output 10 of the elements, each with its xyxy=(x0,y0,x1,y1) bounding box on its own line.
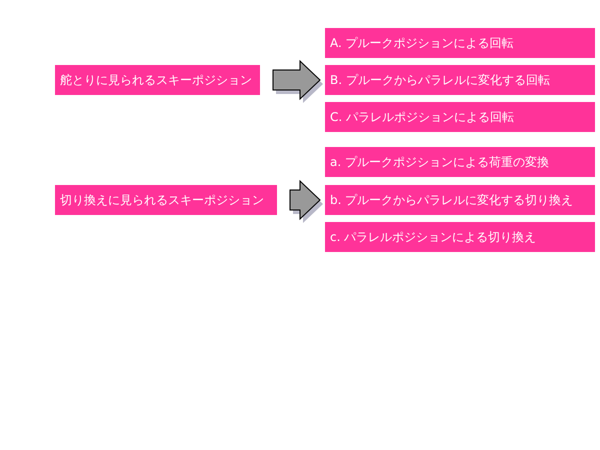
item-box: C. パラレルポジションによる回転 xyxy=(325,102,595,132)
item-box: a. プルークポジションによる荷重の変換 xyxy=(325,147,595,177)
item-box: A. プルークポジションによる回転 xyxy=(325,28,595,58)
block-arrow xyxy=(272,60,323,103)
block-arrow xyxy=(290,180,323,223)
item-box: c. パラレルポジションによる切り換え xyxy=(325,222,595,252)
category-box: 切り換えに見られるスキーポジション xyxy=(55,185,277,215)
item-box: B. プルークからパラレルに変化する回転 xyxy=(325,65,595,95)
item-box: b. プルークからパラレルに変化する切り換え xyxy=(325,185,595,215)
category-box: 舵とりに見られるスキーポジション xyxy=(55,65,260,95)
